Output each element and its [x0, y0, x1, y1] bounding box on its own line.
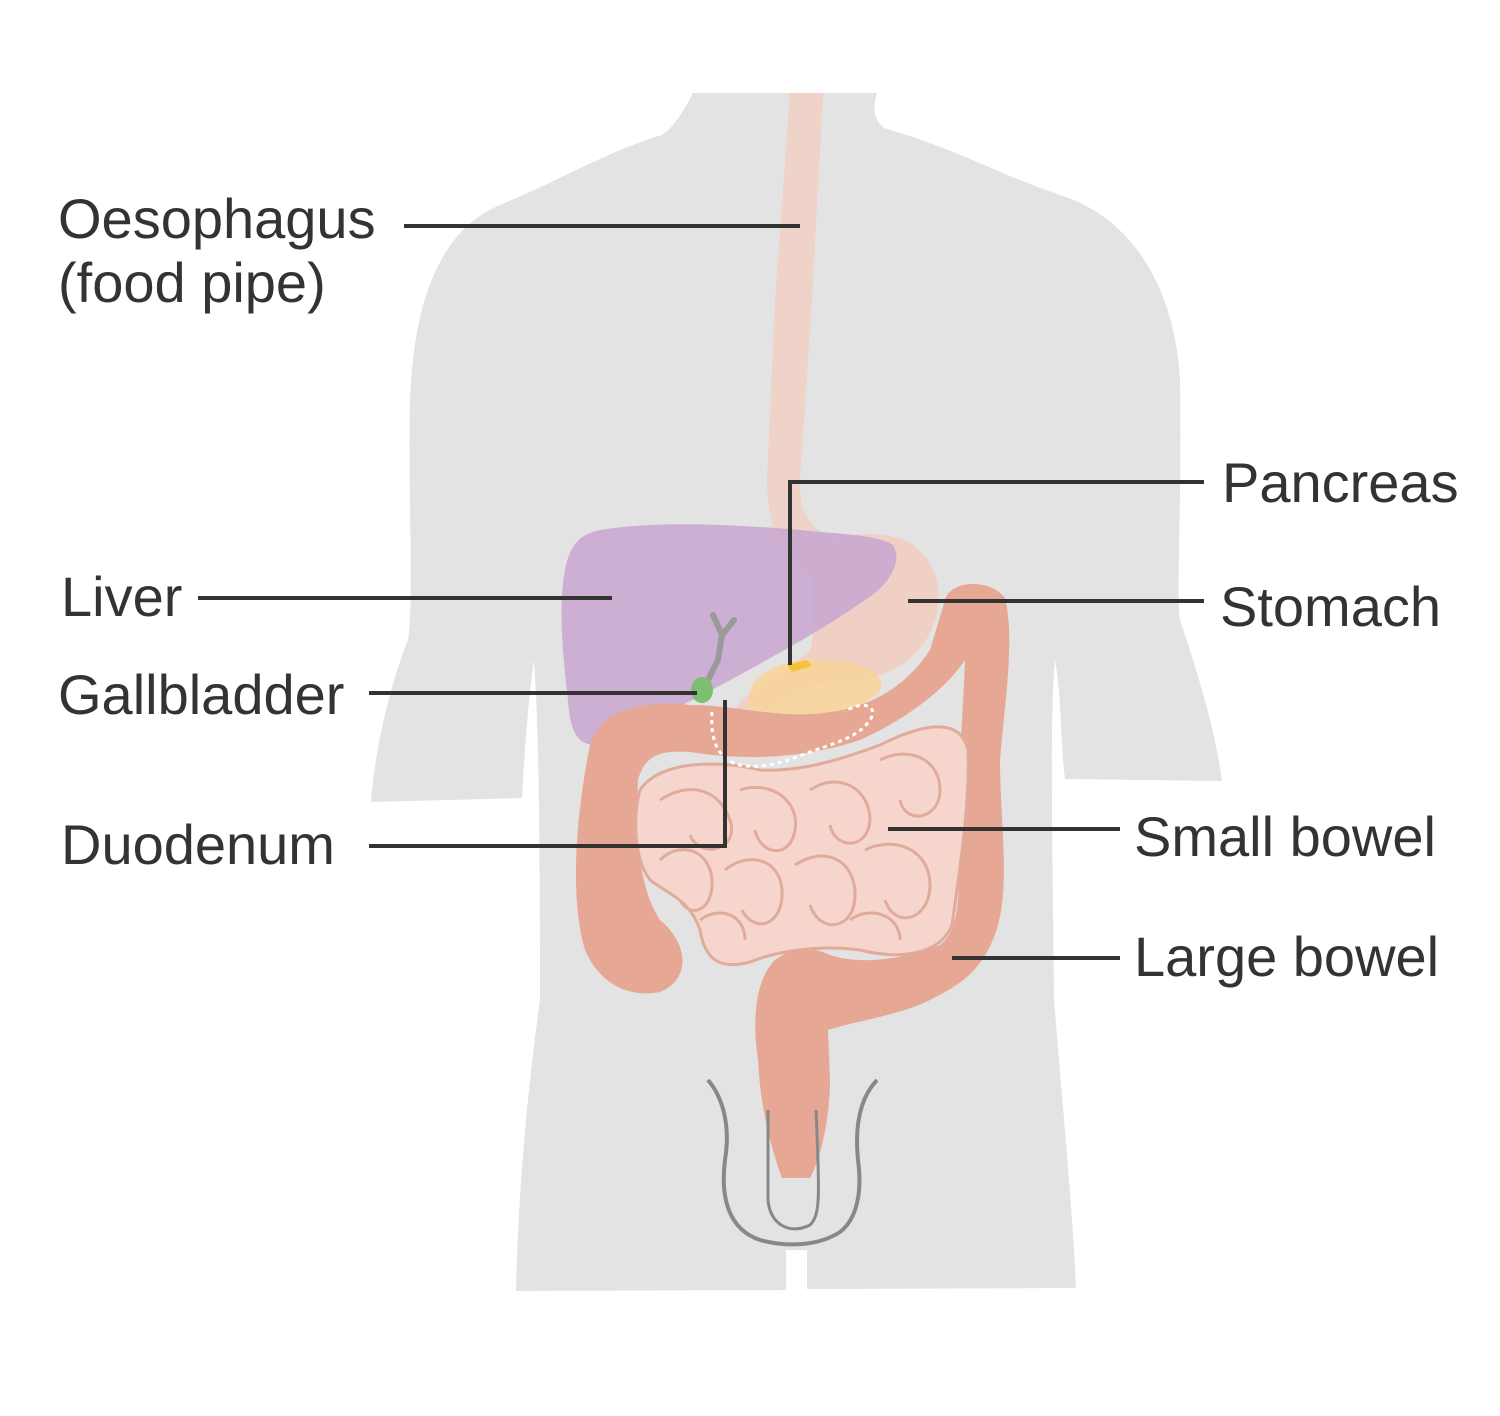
- duodenum-leader: [369, 700, 727, 848]
- small-bowel-label: Small bowel: [1134, 805, 1436, 868]
- gallbladder-label: Gallbladder: [58, 663, 345, 726]
- oesophagus-label: Oesophagus (food pipe): [58, 187, 376, 316]
- large-bowel: [575, 583, 1010, 1178]
- leader-lines: [198, 224, 1204, 960]
- liver-label: Liver: [61, 565, 183, 628]
- gallbladder: [691, 677, 713, 703]
- oesophagus-label-line-2: (food pipe): [58, 251, 326, 315]
- pelvis-outline: [706, 1078, 879, 1247]
- duodenum-label: Duodenum: [61, 813, 335, 876]
- anal-canal-outline: [766, 1109, 820, 1231]
- oesophagus: [767, 93, 850, 575]
- large-bowel-label: Large bowel: [1134, 925, 1440, 988]
- pancreas-label: Pancreas: [1222, 451, 1459, 514]
- pancreas-leader: [788, 480, 1204, 665]
- pancreas: [748, 659, 882, 716]
- small-bowel-loops: [658, 752, 942, 941]
- liver: [561, 524, 897, 745]
- oesophagus-label-line-1: Oesophagus: [58, 187, 376, 250]
- stomach-label: Stomach: [1220, 575, 1441, 638]
- pancreas-edge: [787, 660, 812, 672]
- duodenum-dashes: [710, 703, 874, 768]
- bile-duct: [705, 612, 737, 683]
